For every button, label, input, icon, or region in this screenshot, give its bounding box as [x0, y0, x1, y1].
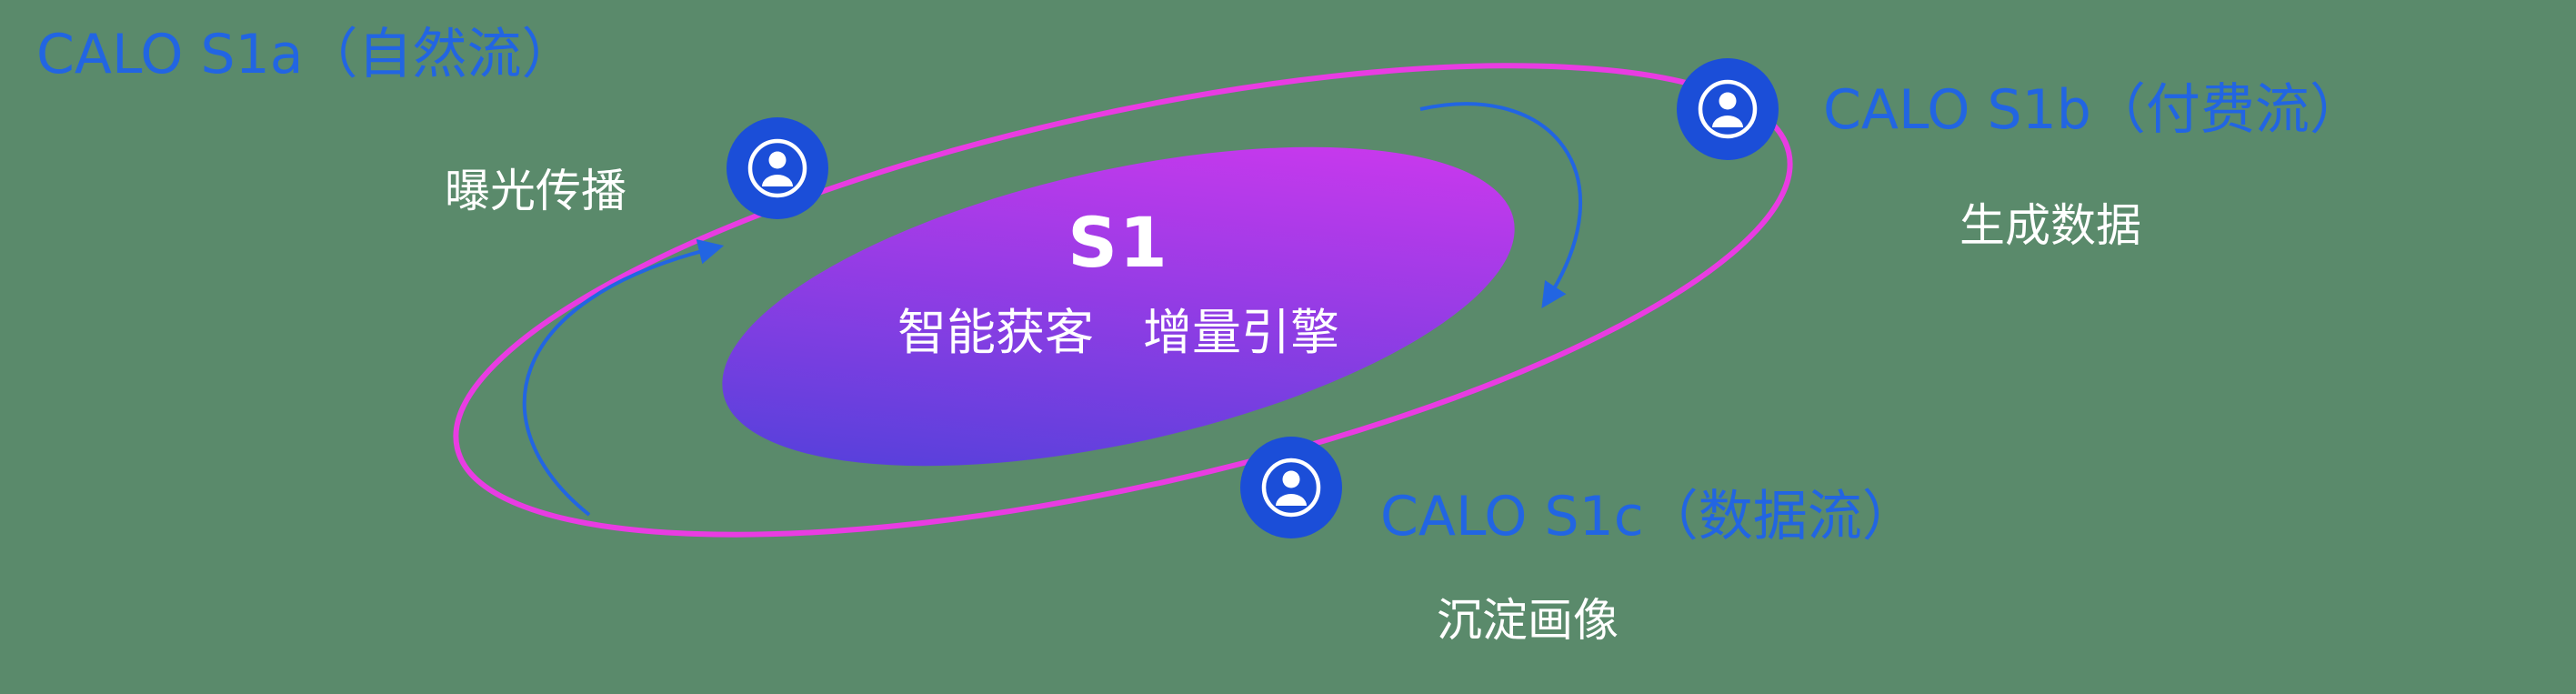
- person-icon: [1261, 458, 1321, 518]
- orbit-ring: [453, 63, 1793, 538]
- flow-arrow-left: [522, 239, 725, 517]
- flow-arrow-right: [1419, 102, 1582, 309]
- node-s1c: [1240, 437, 1342, 538]
- node-s1a-title: CALO S1a（自然流）: [36, 23, 576, 86]
- person-icon: [747, 138, 807, 198]
- core-title: S1: [1067, 202, 1169, 283]
- node-s1b-subtitle: 生成数据: [1960, 199, 2141, 252]
- node-s1a: [727, 117, 828, 219]
- node-s1b: [1677, 58, 1779, 160]
- core-ellipse: [722, 146, 1515, 467]
- core-subtitle: 智能获客 增量引擎: [897, 304, 1339, 361]
- person-icon: [1698, 79, 1758, 139]
- core-text: S1 智能获客 增量引擎: [841, 202, 1396, 364]
- node-s1c-title: CALO S1c（数据流）: [1380, 485, 1917, 548]
- node-s1b-title: CALO S1b（付费流）: [1823, 78, 2364, 142]
- node-s1c-subtitle: 沉淀画像: [1437, 594, 1619, 647]
- node-s1a-subtitle: 曝光传播: [445, 165, 626, 217]
